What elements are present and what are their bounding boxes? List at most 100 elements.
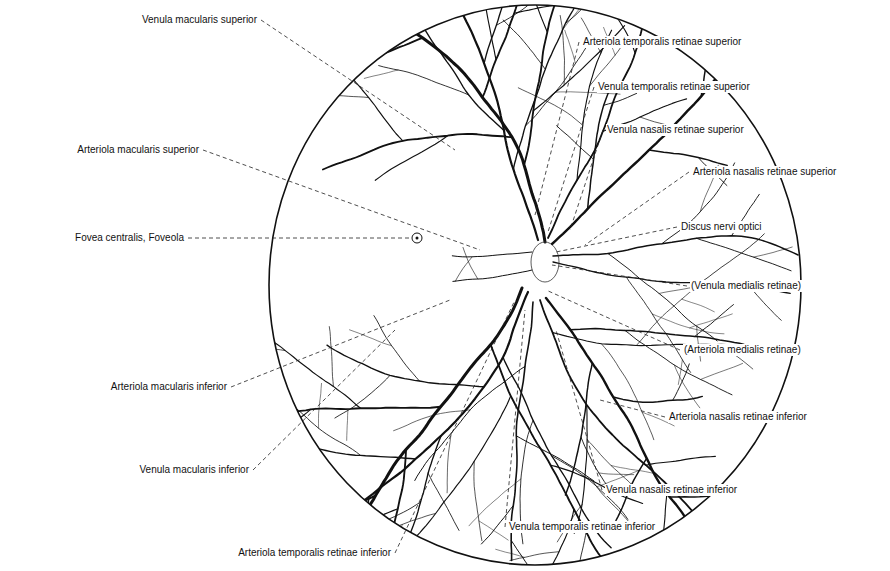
blood-vessel [560, 16, 564, 86]
blood-vessel [291, 407, 441, 413]
blood-vessel [682, 299, 715, 312]
blood-vessel [565, 363, 592, 495]
blood-vessel [296, 408, 360, 455]
vessel-label: (Venula medialis retinae) [690, 280, 802, 292]
leader-line [535, 42, 579, 215]
leader-line [548, 87, 594, 232]
blood-vessel [751, 288, 782, 321]
blood-vessel [323, 134, 512, 170]
vessel-label: Venula temporalis retinae inferior [508, 521, 656, 533]
blood-vessel [455, 257, 472, 282]
blood-vessel [347, 410, 348, 440]
blood-vessel [372, 38, 422, 60]
leader-line [505, 310, 525, 527]
leader-line [253, 330, 395, 470]
vessel-label: Venula macularis superior [141, 14, 258, 26]
blood-vessel [273, 342, 360, 409]
vessel-label: (Arteriola medialis retinae) [683, 344, 802, 356]
blood-vessel [399, 524, 402, 534]
blood-vessel [375, 136, 447, 181]
blood-vessel [484, 2, 504, 64]
leader-line [231, 300, 450, 387]
blood-vessel [697, 238, 792, 270]
leader-line [585, 172, 689, 245]
blood-vessel [553, 236, 798, 256]
vessel-label: Venula nasalis retinae inferior [605, 484, 738, 496]
blood-vessel [601, 557, 606, 559]
blood-vessel [415, 366, 525, 480]
vessel-label: Fovea centralis, Foveola [74, 232, 185, 244]
blood-vessel [379, 66, 469, 95]
blood-vessel [518, 88, 583, 126]
vessel-label: Arteriola macularis inferior [110, 381, 228, 393]
blood-vessel [510, 552, 559, 561]
blood-vessel [511, 540, 528, 565]
blood-vessel [413, 396, 511, 540]
blood-vessel [701, 363, 743, 379]
blood-vessel [460, 8, 538, 240]
vessel-label: Arteriola temporalis retinae inferior [237, 547, 392, 559]
blood-vessel [379, 509, 398, 516]
blood-vessel [673, 364, 690, 400]
vessel-label: Arteriola macularis superior [76, 144, 200, 156]
vessel-label: Venula macularis inferior [139, 464, 251, 476]
leader-lines [188, 20, 689, 553]
blood-vessel [670, 496, 710, 497]
leader-line [600, 400, 665, 417]
vessel-label: Arteriola nasalis retinae superior [692, 166, 837, 178]
blood-vessel [482, 0, 518, 97]
blood-vessel [368, 288, 522, 508]
blood-vessel [652, 314, 724, 334]
blood-vessel [625, 331, 732, 395]
blood-vessel [453, 270, 532, 281]
vessel-label: Venula temporalis retinae superior [597, 81, 751, 93]
blood-vessel [608, 254, 717, 341]
vessel-label: Arteriola nasalis retinae inferior [668, 411, 808, 423]
blood-vessel [486, 6, 497, 60]
blood-vessel [604, 93, 637, 105]
blood-vessel [557, 126, 594, 160]
leader-line [570, 130, 603, 230]
leader-line [556, 330, 602, 490]
blood-vessel [374, 316, 420, 381]
leader-line [203, 150, 480, 250]
blood-vessel [552, 73, 720, 244]
blood-vessel [540, 300, 695, 515]
fovea-ring [412, 233, 422, 243]
blood-vessel [646, 456, 715, 465]
blood-vessel [463, 247, 478, 279]
blood-vessel [565, 30, 576, 63]
blood-vessel [534, 0, 547, 32]
fovea-dot [416, 237, 419, 240]
blood-vessel [562, 3, 584, 31]
vessel-label: Discus nervi optici [680, 221, 763, 233]
blood-vessel [649, 150, 727, 165]
leader-line [552, 265, 687, 286]
blood-vessel [565, 7, 584, 24]
blood-vessel [516, 436, 594, 481]
leader-line [556, 227, 677, 252]
blood-vessel [361, 292, 528, 503]
leader-line [188, 238, 410, 239]
blood-vessel [613, 396, 702, 402]
blood-vessel [690, 314, 733, 328]
blood-vessel [695, 305, 734, 337]
vessel-label: Venula nasalis retinae superior [606, 124, 745, 136]
blood-vessel [599, 473, 634, 475]
blood-vessel [754, 247, 793, 257]
optic-disc [531, 242, 559, 282]
blood-vessel [452, 252, 532, 257]
blood-vessel [626, 277, 690, 372]
blood-vessel [394, 410, 471, 431]
blood-vessel [364, 70, 398, 78]
blood-vessel [414, 32, 545, 242]
blood-vessel [701, 234, 764, 283]
blood-vessel [424, 24, 425, 29]
leader-line [546, 290, 680, 350]
blood-vessel [350, 75, 403, 141]
leader-line [261, 20, 455, 150]
blood-vessel [524, 0, 557, 165]
blood-vessel [319, 383, 322, 428]
blood-vessel [335, 375, 390, 418]
